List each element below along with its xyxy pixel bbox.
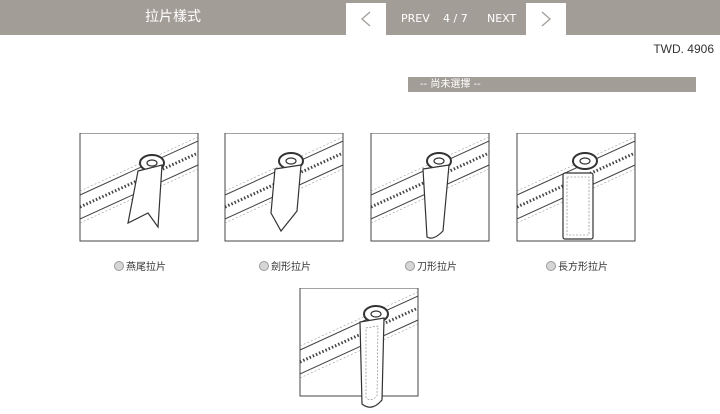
pager: PREV 4 / 7 NEXT (388, 3, 525, 35)
radio-button[interactable] (546, 260, 556, 271)
prev-link[interactable]: PREV (401, 12, 430, 25)
radio-button[interactable] (114, 260, 124, 271)
prev-arrow-button[interactable] (346, 3, 386, 35)
swallowtail-pull-icon (78, 133, 200, 243)
next-arrow-button[interactable] (526, 3, 566, 35)
sword-pull-icon (223, 133, 345, 243)
radio-button[interactable] (259, 260, 269, 271)
page-title: 拉片樣式 (145, 9, 201, 25)
option-label: 刀形拉片 (361, 258, 501, 273)
selection-status: -- 尚未選擇 -- (408, 77, 696, 92)
radio-button[interactable] (405, 260, 415, 271)
option-label: 長方形拉片 (507, 258, 647, 273)
option-long-pull[interactable] (290, 288, 430, 414)
rectangle-pull-icon (515, 133, 637, 243)
chevron-left-icon (361, 11, 371, 27)
page-counter: 4 / 7 (443, 12, 468, 25)
blade-pull-icon (369, 133, 491, 243)
header-bar: 拉片樣式 PREV 4 / 7 NEXT (0, 0, 720, 35)
next-link[interactable]: NEXT (487, 12, 517, 25)
price-display: TWD. 4906 (653, 42, 714, 56)
chevron-right-icon (541, 11, 551, 27)
option-label: 燕尾拉片 (70, 258, 210, 273)
long-pull-icon (298, 288, 420, 408)
option-label: 劍形拉片 (215, 258, 355, 273)
